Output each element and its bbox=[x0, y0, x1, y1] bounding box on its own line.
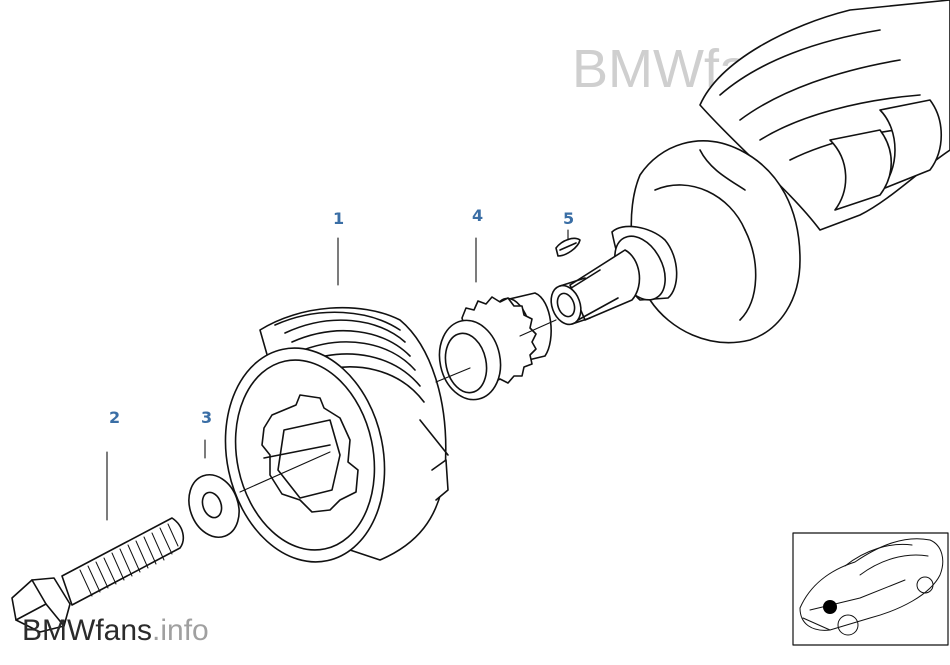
callout-5: 5 bbox=[563, 209, 574, 228]
location-marker-icon bbox=[823, 600, 837, 614]
callout-1: 1 bbox=[333, 209, 344, 228]
watermark-bottom: BMWfans.info bbox=[22, 616, 209, 646]
sprocket-hub bbox=[438, 292, 552, 401]
watermark-brand: BMWfans bbox=[22, 614, 153, 647]
crankshaft bbox=[559, 0, 950, 344]
callout-3: 3 bbox=[201, 408, 212, 427]
assembly-axis bbox=[239, 319, 557, 493]
washer bbox=[188, 474, 240, 538]
bolt bbox=[11, 517, 185, 633]
shaft-spacer bbox=[550, 277, 591, 326]
woodruff-key bbox=[555, 237, 581, 257]
locator-thumbnail bbox=[792, 532, 949, 646]
callout-4: 4 bbox=[472, 206, 483, 225]
vibration-damper bbox=[224, 306, 449, 563]
callout-2: 2 bbox=[109, 408, 120, 427]
watermark-tld: .info bbox=[152, 614, 209, 647]
